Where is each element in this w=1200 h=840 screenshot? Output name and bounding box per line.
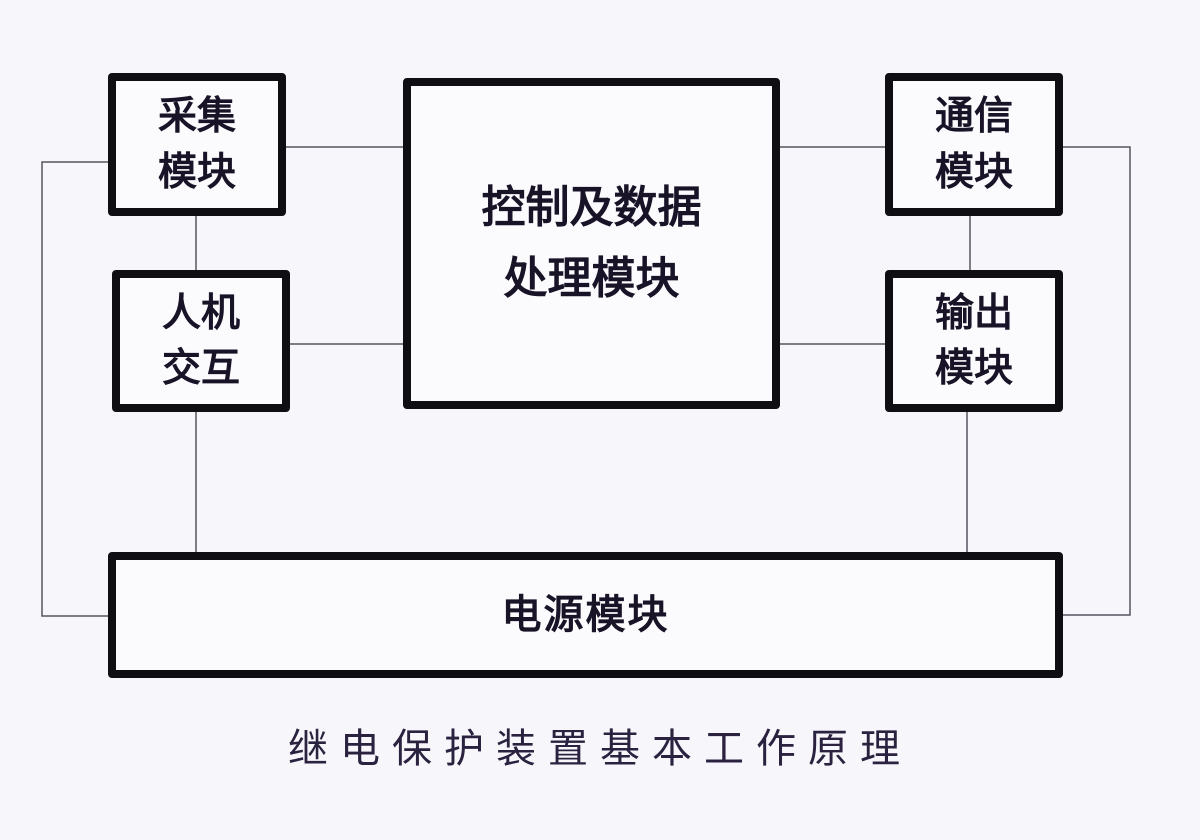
hmi-module-label-line1: 人机 [161, 291, 240, 335]
diagram-caption: 继电保护装置基本工作原理 [288, 726, 912, 771]
power-module-box: 电源模块 [108, 552, 1063, 678]
output-module-label-line1: 输出 [934, 291, 1013, 335]
communication-module-box: 通信 模块 [885, 73, 1063, 216]
control-processing-module-box: 控制及数据 处理模块 [403, 78, 780, 409]
control-processing-label-line1: 控制及数据 [481, 183, 702, 233]
hmi-module-label-line2: 交互 [161, 347, 240, 390]
acquisition-module-label-line2: 模块 [157, 150, 236, 194]
output-module-box: 输出 模块 [885, 270, 1063, 412]
power-module-label: 电源模块 [501, 591, 670, 637]
connector-left-rail [41, 161, 110, 617]
output-module-label-line2: 模块 [934, 347, 1013, 390]
control-processing-label-line2: 处理模块 [503, 253, 680, 303]
connector-right-rail [1061, 146, 1131, 616]
acquisition-module-box: 采集 模块 [108, 73, 286, 216]
acquisition-module-label-line1: 采集 [157, 95, 236, 139]
communication-module-label-line2: 模块 [934, 150, 1013, 194]
hmi-module-box: 人机 交互 [112, 270, 290, 412]
communication-module-label-line1: 通信 [934, 95, 1013, 139]
